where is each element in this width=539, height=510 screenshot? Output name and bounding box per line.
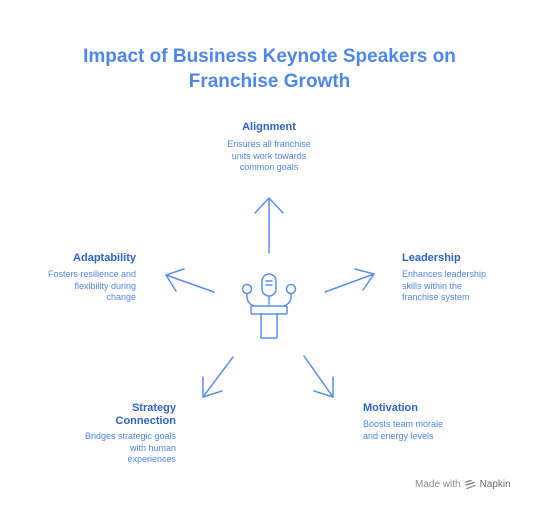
desc-line: Ensures all franchise [227, 139, 311, 149]
napkin-brand-label: Napkin [479, 479, 511, 490]
desc-line: Fosters resilience and [47, 269, 136, 279]
arrow-adaptability [165, 268, 215, 293]
napkin-logo-icon [464, 479, 476, 490]
made-with-label: Made with [415, 479, 461, 490]
desc-line: with human [129, 442, 176, 453]
title-line-1: Impact of Business Keynote Speakers on [83, 46, 456, 67]
node-motivation-desc: Boosts team morale and energy levels [363, 419, 493, 442]
title-line: Strategy [131, 402, 176, 414]
desc-line: Enhances leadership [402, 269, 487, 279]
desc-line: common goals [239, 162, 299, 172]
desc-line: experiences [127, 454, 176, 464]
desc-line: and energy levels [363, 430, 434, 441]
node-strategy-title: Strategy Connection [46, 402, 177, 428]
desc-line: flexibility during [74, 280, 136, 291]
made-with-napkin-footer[interactable]: Made with Napkin [415, 479, 511, 490]
title-line-2: Franchise Growth [188, 71, 351, 92]
desc-line: skills within the [402, 280, 463, 291]
node-leadership-title: Leadership [402, 252, 461, 264]
page-title: Impact of Business Keynote Speakers on F… [0, 44, 539, 94]
arrow-leadership [324, 268, 375, 293]
node-strategy-desc: Bridges strategic goals with human exper… [46, 431, 176, 466]
desc-line: Boosts team morale [363, 419, 444, 429]
arrow-alignment [254, 197, 284, 254]
node-alignment-title: Alignment [242, 121, 296, 133]
speaker-podium-icon [241, 273, 297, 339]
desc-line: change [106, 292, 136, 302]
node-motivation-title: Motivation [363, 402, 418, 414]
desc-line: units work towards [231, 150, 307, 161]
arrow-motivation [303, 355, 334, 398]
desc-line: franchise system [402, 292, 470, 302]
title-line: Connection [115, 415, 177, 427]
arrow-strategy [202, 356, 234, 398]
desc-line: Bridges strategic goals [84, 431, 176, 441]
node-adaptability-title: Adaptability [73, 252, 136, 264]
node-adaptability-desc: Fosters resilience and flexibility durin… [6, 269, 136, 304]
node-alignment-desc: Ensures all franchise units work towards… [204, 139, 334, 174]
node-leadership-desc: Enhances leadership skills within the fr… [402, 269, 532, 304]
